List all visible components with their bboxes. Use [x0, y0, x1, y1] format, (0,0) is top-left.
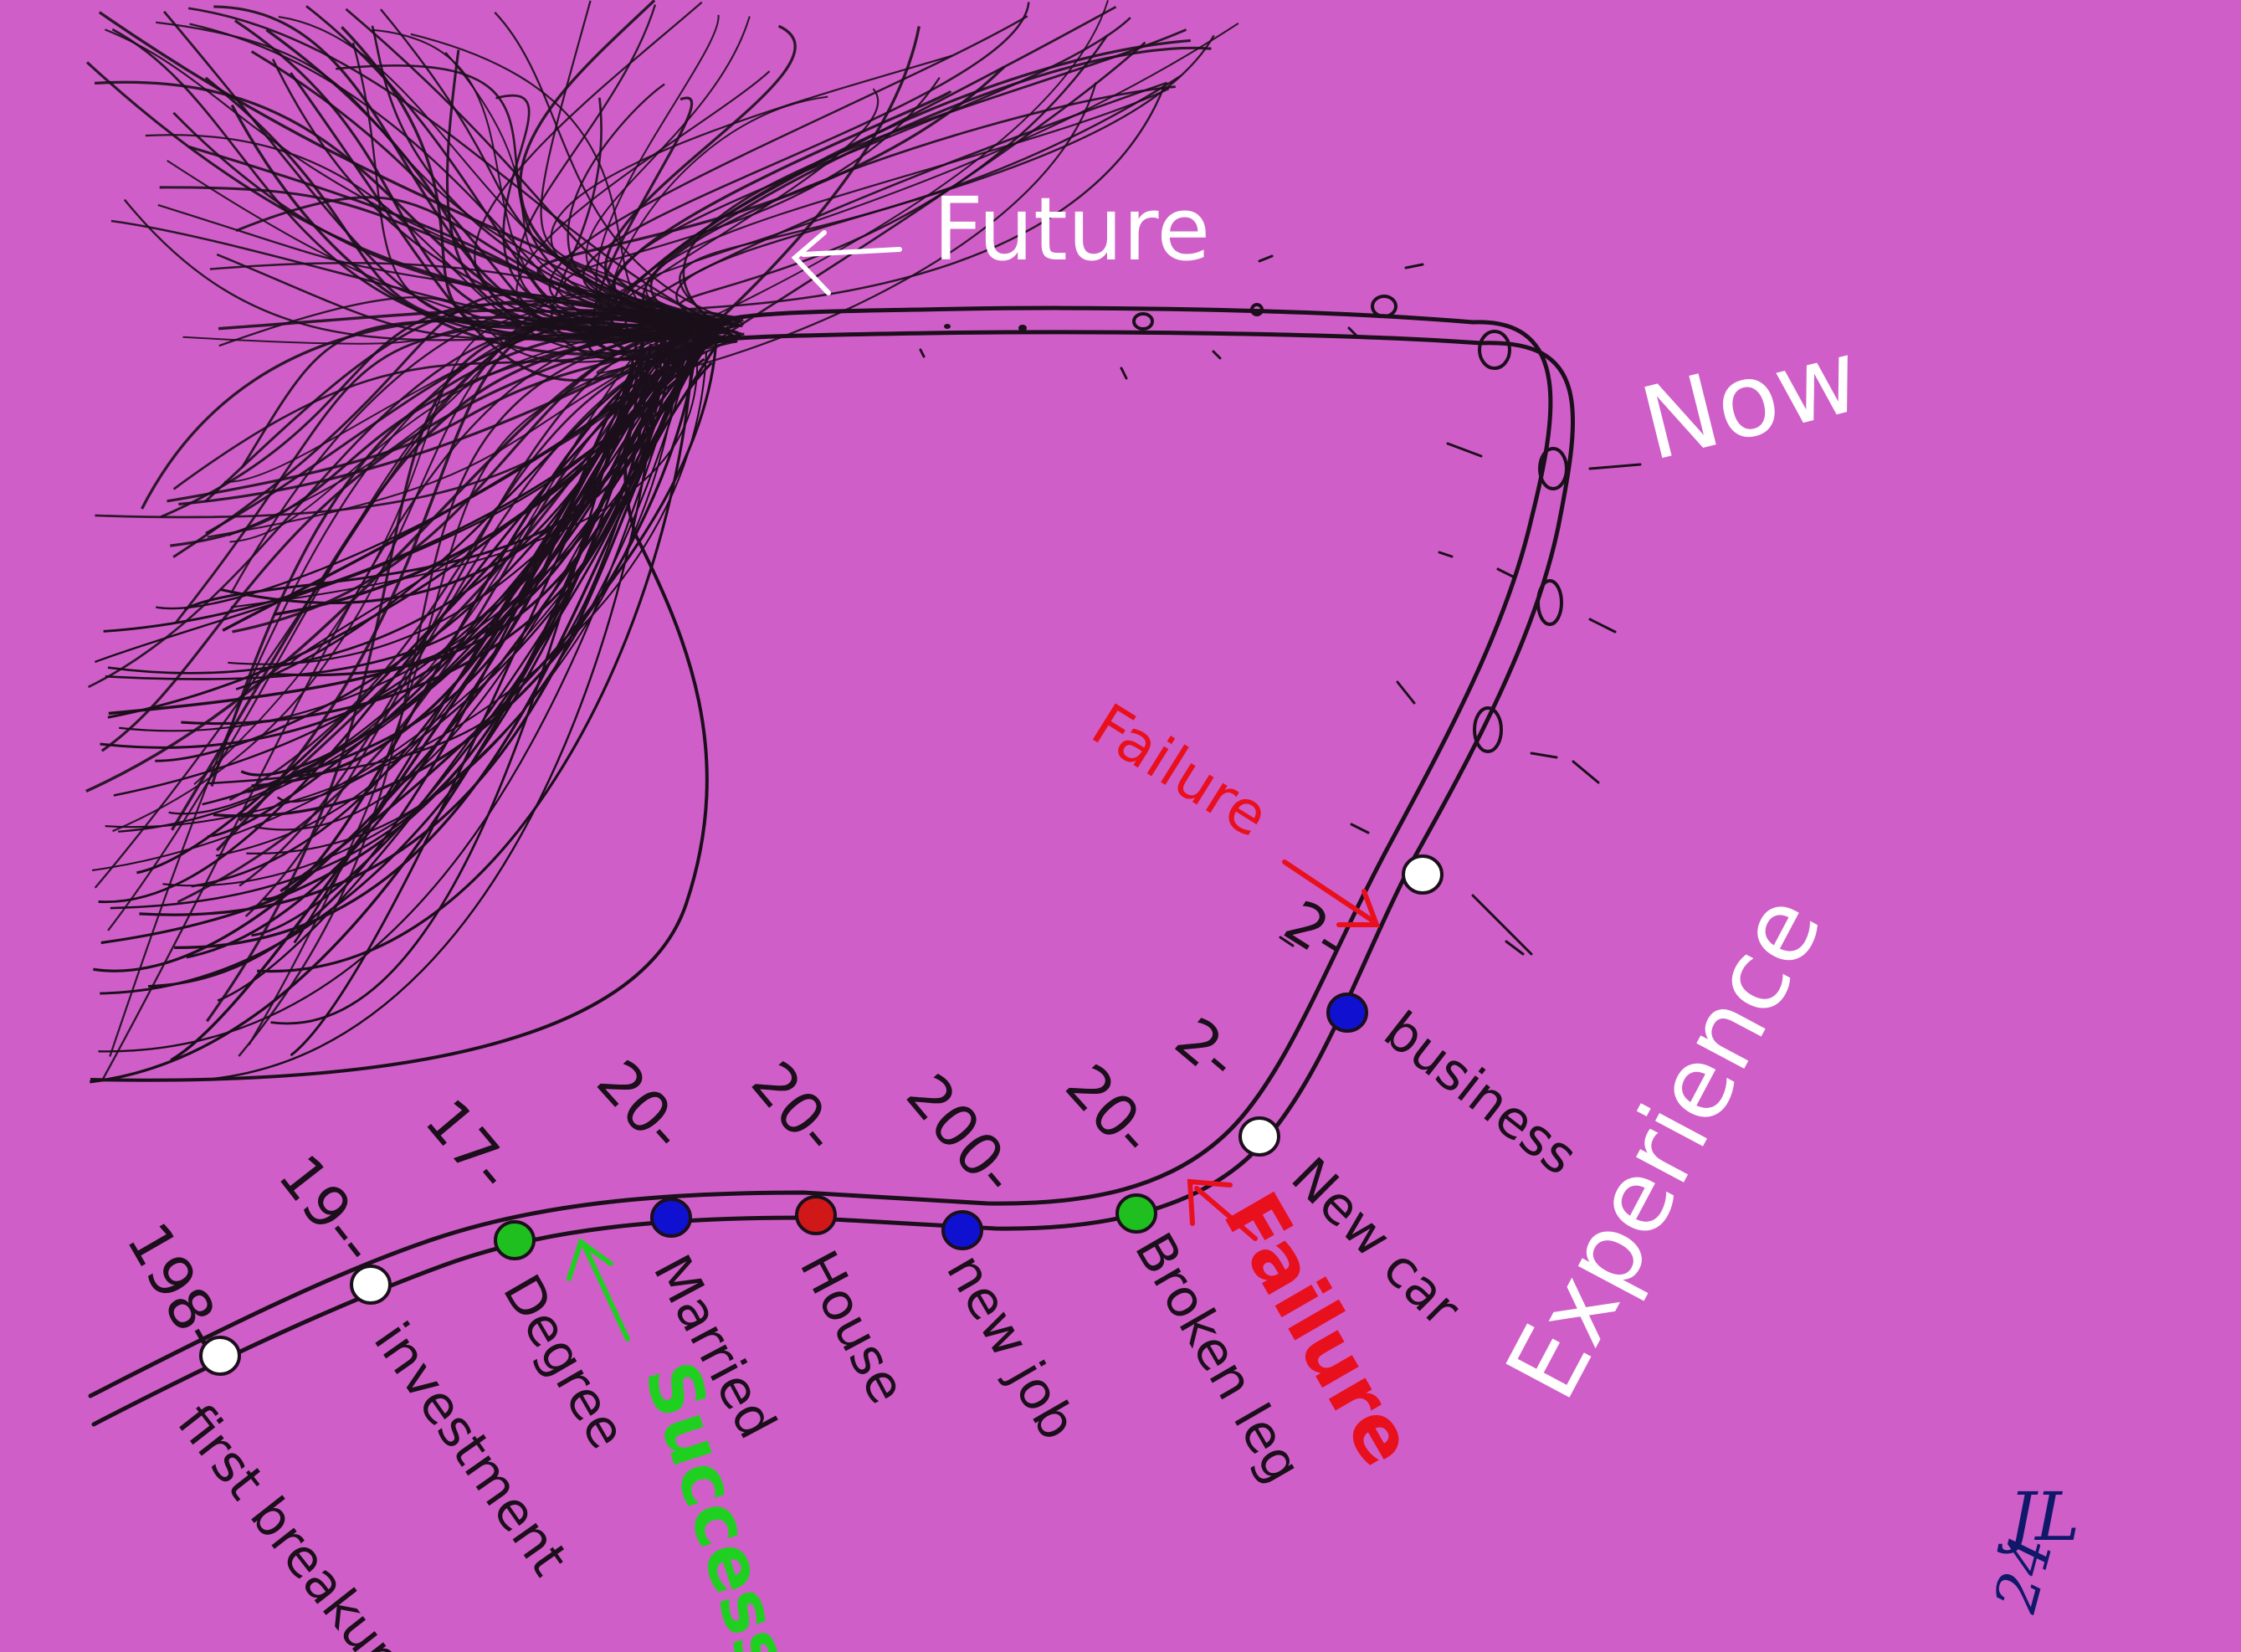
future-slot	[1538, 447, 1568, 490]
now-label: Now	[1630, 318, 1870, 484]
event-label: Degree	[491, 1265, 638, 1459]
possibility-strand	[230, 104, 714, 356]
possibility-strand	[98, 11, 722, 333]
possibility-strand	[109, 312, 703, 1057]
event-year: 20-	[738, 1049, 852, 1166]
event-year: 19--	[265, 1142, 392, 1276]
possibility-strand	[218, 309, 715, 341]
possibility-strand	[213, 334, 697, 818]
possibility-strand	[624, 81, 1168, 336]
event-dot	[199, 1336, 241, 1376]
possibility-strand	[254, 357, 679, 831]
future-slot	[1478, 330, 1511, 370]
future-slot	[1536, 579, 1563, 626]
success-label: Success	[628, 1352, 807, 1652]
possibility-strand	[642, 85, 1176, 343]
possibility-strand	[679, 74, 1182, 336]
possibility-strand	[287, 344, 670, 666]
event-dot	[1326, 993, 1368, 1033]
future-arrow	[791, 230, 902, 295]
possibility-strand	[156, 21, 721, 326]
possibility-strand	[341, 26, 728, 341]
event-dot	[494, 1220, 536, 1260]
possibility-strand	[156, 352, 662, 610]
event-label: business	[1373, 999, 1589, 1187]
possibility-strand	[100, 336, 644, 995]
possibility-strand	[213, 5, 737, 342]
possibility-strand	[257, 354, 695, 972]
possibility-strand	[91, 360, 685, 871]
event-label: House	[788, 1241, 919, 1413]
future-slot	[1371, 295, 1397, 318]
success-arrow	[567, 1238, 630, 1342]
event-dot	[1238, 1116, 1280, 1157]
event-year: 20-	[583, 1048, 698, 1165]
possibility-strand	[494, 12, 725, 320]
event-dot	[350, 1265, 392, 1305]
possibility-strand	[612, 90, 952, 331]
event-year: 2-	[1162, 1004, 1251, 1095]
possibility-strand	[202, 341, 645, 806]
future-slot	[1132, 312, 1154, 331]
future-label: Future	[933, 178, 1210, 280]
event-dot	[795, 1195, 837, 1235]
future-slots	[944, 295, 1568, 753]
possibility-strand	[170, 322, 719, 547]
event-year: 200-	[893, 1061, 1031, 1207]
event-dot	[1402, 854, 1444, 895]
possibility-strand	[235, 350, 669, 690]
possibility-strand	[100, 321, 705, 752]
event-dot	[650, 1198, 692, 1238]
possibility-strand	[204, 300, 701, 503]
event-year: 20-	[1052, 1052, 1167, 1169]
possibility-strand	[604, 24, 797, 324]
possibility-strand	[682, 28, 1187, 340]
possibility-strand	[90, 331, 707, 1084]
possibility-strand	[518, 0, 717, 336]
signature-initials: JL	[1997, 1478, 2079, 1556]
possibility-strand	[273, 338, 699, 616]
possibility-strand	[90, 329, 721, 1082]
future-slot	[1473, 706, 1503, 753]
possibility-strand	[148, 341, 703, 988]
event-year: 17-	[412, 1086, 526, 1203]
possibility-strand	[172, 322, 741, 490]
possibility-strand	[540, 0, 721, 328]
event-label: first breakup	[166, 1393, 417, 1652]
future-slot	[944, 324, 951, 329]
possibility-strand	[105, 351, 708, 829]
possibility-strand	[108, 331, 717, 716]
possibility-strand	[111, 28, 710, 344]
possibility-strand	[372, 28, 712, 338]
event-dot	[941, 1210, 983, 1250]
possibility-strand	[209, 262, 739, 334]
possibility-strand	[248, 337, 720, 1046]
failure-lower-arrow	[1187, 1178, 1258, 1241]
possibility-strand	[141, 316, 717, 510]
track-outer-rail	[88, 305, 1553, 1398]
failure-upper-label: Failure	[1080, 690, 1280, 851]
slot-tick-marks	[919, 254, 1642, 956]
future-slot	[1250, 303, 1264, 316]
possibility-strand	[230, 345, 699, 608]
event-dot	[1115, 1193, 1157, 1234]
possibility-strand	[167, 332, 745, 503]
possibility-strand	[229, 295, 721, 594]
possibility-strand	[95, 337, 679, 664]
possibility-strand	[170, 346, 704, 1062]
possibility-strand	[548, 15, 1028, 322]
event-dots	[199, 854, 1444, 1376]
event-labels: 198-first breakup19--investment17-Degree…	[113, 887, 1588, 1652]
possibility-strand	[592, 96, 695, 353]
future-slot	[1018, 325, 1027, 331]
possibility-strand	[193, 340, 658, 1082]
event-label: new job	[935, 1244, 1089, 1449]
future-possibilities-tangle	[85, 0, 1239, 1084]
failure-upper-arrow	[1282, 859, 1381, 927]
